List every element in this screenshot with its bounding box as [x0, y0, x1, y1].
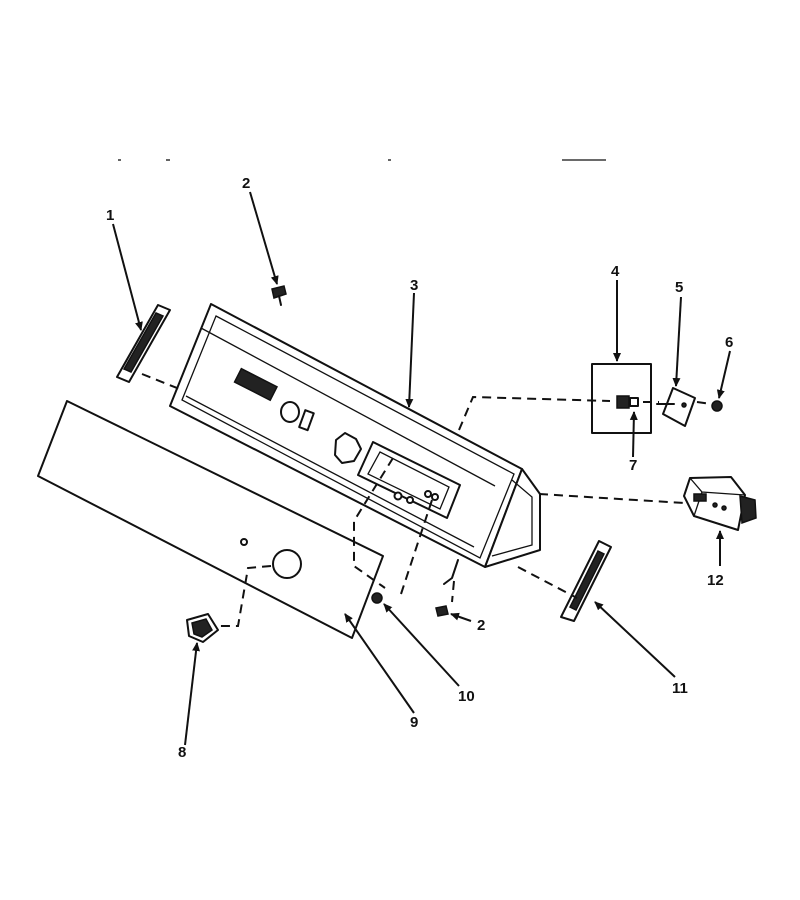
control-knob [186, 613, 219, 643]
leader-lines [112, 191, 731, 746]
screw-top [271, 285, 287, 306]
callout-labels: 1 2 3 4 5 6 7 12 2 11 10 9 8 [106, 175, 733, 761]
screw-10 [371, 592, 383, 604]
callout-4: 4 [611, 263, 620, 280]
callout-8: 8 [178, 744, 186, 761]
switch-part [616, 395, 639, 409]
callout-2-top: 2 [242, 175, 250, 192]
screw-bottom [435, 605, 449, 617]
front-panel [37, 400, 384, 639]
callout-12: 12 [707, 572, 724, 589]
callout-2-bottom: 2 [477, 617, 485, 634]
mounting-clip [656, 387, 696, 427]
callout-5: 5 [675, 279, 683, 296]
nut-part [711, 400, 723, 412]
console-back-panel [169, 303, 541, 585]
timer-module [683, 476, 757, 531]
callout-10: 10 [458, 688, 475, 705]
callout-9: 9 [410, 714, 418, 731]
callout-3: 3 [410, 277, 418, 294]
callout-11: 11 [672, 680, 688, 697]
callout-7: 7 [629, 457, 637, 474]
assembly-lines [141, 373, 712, 627]
callout-6: 6 [725, 334, 733, 351]
left-end-cap [116, 304, 171, 383]
right-end-cap [560, 540, 612, 622]
callout-1: 1 [106, 207, 114, 224]
